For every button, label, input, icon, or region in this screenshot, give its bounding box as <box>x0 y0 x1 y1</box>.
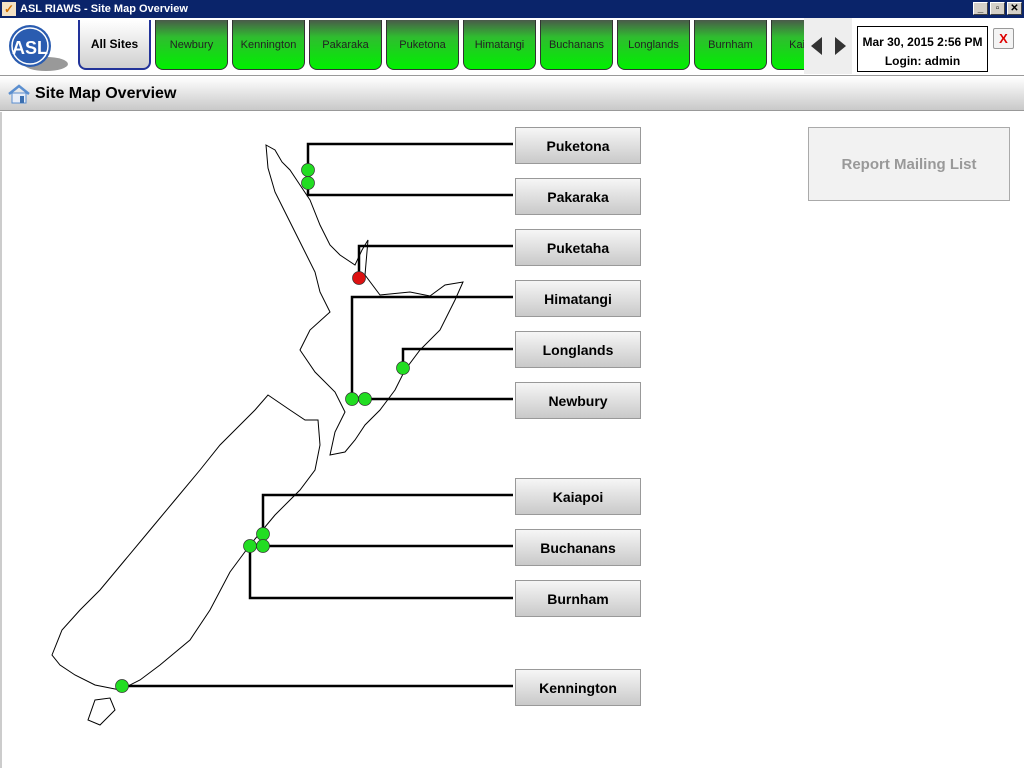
south-island-outline <box>51 394 321 691</box>
site-button-burnham[interactable]: Burnham <box>515 580 641 617</box>
site-marker-himatangi[interactable] <box>345 392 359 406</box>
connector-puketona <box>306 142 513 170</box>
site-marker-burnham[interactable] <box>243 539 257 553</box>
site-marker-puketona[interactable] <box>301 163 315 177</box>
home-icon <box>8 83 30 103</box>
stewart-island-outline <box>87 697 116 726</box>
site-marker-buchanans[interactable] <box>256 539 270 553</box>
asl-logo: ASL <box>9 25 68 71</box>
connector-himatangi <box>350 295 513 399</box>
nz-map <box>51 142 513 726</box>
tab-kennington[interactable]: Kennington <box>232 20 305 70</box>
logout-button[interactable]: X <box>993 28 1014 49</box>
logo-text: ASL <box>12 38 48 58</box>
north-island-outline <box>265 144 464 456</box>
tab-newbury[interactable]: Newbury <box>155 20 228 70</box>
restore-button[interactable]: ▫ <box>990 2 1005 15</box>
site-button-kennington[interactable]: Kennington <box>515 669 641 706</box>
tab-kaiapoi[interactable]: Kaiapoi <box>771 20 804 70</box>
tab-himatangi[interactable]: Himatangi <box>463 20 536 70</box>
connector-puketaha <box>357 244 513 278</box>
tab-scroll <box>804 18 852 74</box>
site-marker-newbury[interactable] <box>358 392 372 406</box>
page-title: Site Map Overview <box>35 84 177 102</box>
site-button-puketona[interactable]: Puketona <box>515 127 641 164</box>
site-marker-puketaha[interactable] <box>352 271 366 285</box>
site-button-buchanans[interactable]: Buchanans <box>515 529 641 566</box>
site-button-newbury[interactable]: Newbury <box>515 382 641 419</box>
site-marker-kaiapoi[interactable] <box>256 527 270 541</box>
site-button-pakaraka[interactable]: Pakaraka <box>515 178 641 215</box>
login-label: Login: admin <box>884 54 961 68</box>
connector-burnham <box>248 546 513 600</box>
session-info: Mar 30, 2015 2:56 PM Login: admin <box>857 26 988 72</box>
site-marker-longlands[interactable] <box>396 361 410 375</box>
site-button-himatangi[interactable]: Himatangi <box>515 280 641 317</box>
window-title: ASL RIAWS - Site Map Overview <box>20 3 188 15</box>
site-button-puketaha[interactable]: Puketaha <box>515 229 641 266</box>
connector-longlands <box>401 347 513 368</box>
connector-pakaraka <box>306 183 513 197</box>
tab-buchanans[interactable]: Buchanans <box>540 20 613 70</box>
tab-puketona[interactable]: Puketona <box>386 20 459 70</box>
tab-all-sites[interactable]: All Sites <box>78 20 151 70</box>
app-icon: ✓ <box>2 2 16 16</box>
minimize-button[interactable]: _ <box>973 2 988 15</box>
datetime: Mar 30, 2015 2:56 PM <box>862 35 983 49</box>
tab-longlands[interactable]: Longlands <box>617 20 690 70</box>
tab-burnham[interactable]: Burnham <box>694 20 767 70</box>
window-close-button[interactable]: ✕ <box>1007 2 1022 15</box>
page-header: Site Map Overview <box>0 77 1024 111</box>
title-bar: ✓ ASL RIAWS - Site Map Overview _ ▫ ✕ <box>0 0 1024 18</box>
scroll-left-icon[interactable] <box>810 37 822 55</box>
report-mailing-list-button[interactable]: Report Mailing List <box>808 127 1010 201</box>
site-button-longlands[interactable]: Longlands <box>515 331 641 368</box>
site-marker-kennington[interactable] <box>115 679 129 693</box>
site-button-kaiapoi[interactable]: Kaiapoi <box>515 478 641 515</box>
tab-pakaraka[interactable]: Pakaraka <box>309 20 382 70</box>
site-marker-pakaraka[interactable] <box>301 176 315 190</box>
connector-kaiapoi <box>261 493 513 534</box>
scroll-right-icon[interactable] <box>834 37 846 55</box>
